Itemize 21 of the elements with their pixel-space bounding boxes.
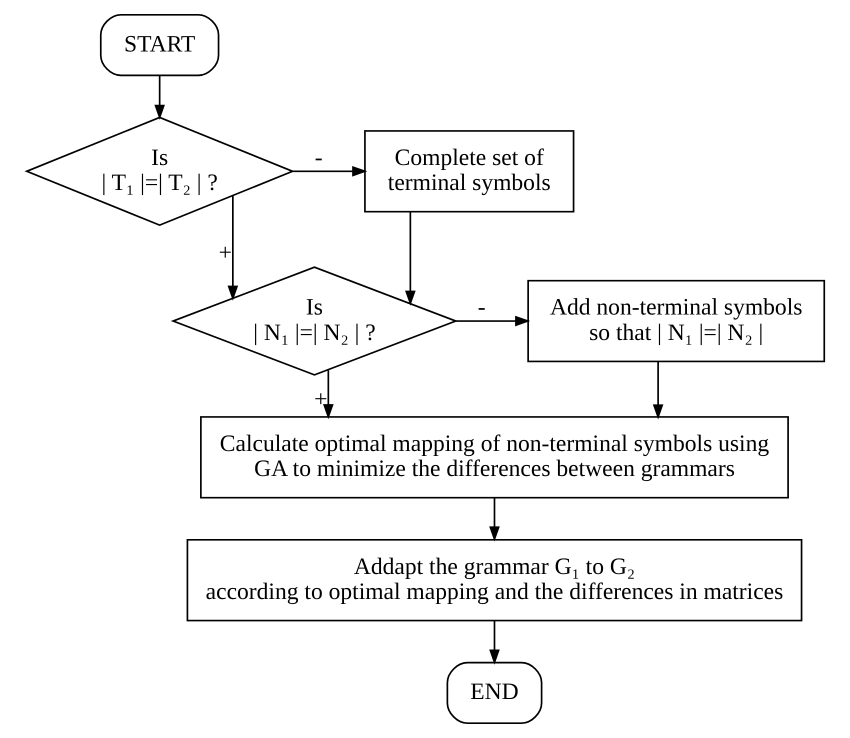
node-box: Addapt the grammar G₁ to G₂ according to optimal mapping and the differences in matrices xyxy=(186,538,802,622)
node-box: Calculate optimal mapping of non-terminal symbols using GA to minimize the differences between grammars xyxy=(200,416,788,499)
arrow xyxy=(455,316,530,326)
arrow xyxy=(652,362,663,420)
arrow xyxy=(488,498,500,542)
edge-label: + xyxy=(218,240,232,266)
edge-label: - xyxy=(477,294,486,321)
arrow xyxy=(404,212,416,306)
node-box: Complete set of terminal symbols xyxy=(364,130,574,213)
arrow xyxy=(292,166,367,177)
node-box: START xyxy=(99,14,219,76)
edge-label: + xyxy=(314,386,327,412)
arrow xyxy=(154,76,164,120)
node-box: Add non-terminal symbols so that | N₁ |=| N₂ | xyxy=(526,280,825,362)
arrow xyxy=(488,620,500,665)
arrow xyxy=(322,370,334,420)
edge-label: - xyxy=(314,144,322,171)
arrow xyxy=(227,196,238,301)
node-box: END xyxy=(446,662,542,724)
node-diamond: Is | T₁ |=| T₂ | ? xyxy=(24,116,294,226)
node-diamond: Is | N₁ |=| N₂ | ? xyxy=(170,266,458,376)
